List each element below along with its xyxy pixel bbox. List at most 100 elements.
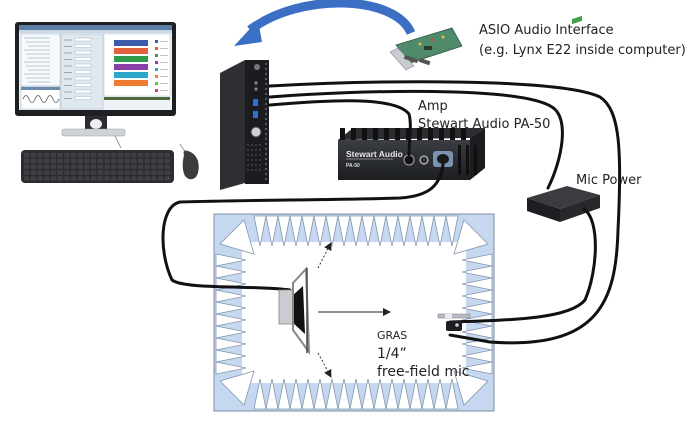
mic-power-label: Mic Power xyxy=(576,173,642,188)
absorber-wedge xyxy=(373,215,387,247)
amp-title-label: Amp xyxy=(418,99,448,114)
screen-chart-bar xyxy=(114,56,148,62)
absorber-wedge xyxy=(215,265,247,279)
screen-legend-swatch xyxy=(155,61,158,64)
amp-model-front: PA-50 xyxy=(346,163,360,169)
mic-type-label: free-field mic xyxy=(377,364,470,380)
install-arrow xyxy=(247,0,416,36)
absorber-wedge xyxy=(461,361,493,375)
cable-pc-to-mic-power-b xyxy=(268,80,622,345)
screen-legend-swatch xyxy=(155,89,158,92)
screen-waveform xyxy=(22,95,60,103)
absorber-wedge xyxy=(253,378,267,410)
mic-size-label: 1/4” xyxy=(377,346,407,362)
absorber-wedge xyxy=(215,361,247,375)
absorber-wedge xyxy=(215,337,247,351)
screen-chart-bar xyxy=(114,40,148,46)
absorber-wedge xyxy=(385,378,399,410)
screen-legend-swatch xyxy=(155,82,158,85)
absorber-wedge xyxy=(325,215,339,247)
absorber-wedge xyxy=(215,253,247,267)
absorber-wedge xyxy=(337,215,351,247)
absorber-wedge xyxy=(397,378,411,410)
absorber-wedge xyxy=(313,378,327,410)
screen-chart-bar xyxy=(114,48,148,54)
mouse xyxy=(179,143,199,180)
asio-subtitle-label: (e.g. Lynx E22 inside computer) xyxy=(479,43,686,58)
absorber-wedge xyxy=(289,378,303,410)
computer-monitor xyxy=(15,22,176,137)
asio-audio-card xyxy=(389,27,463,71)
dell-logo-icon xyxy=(250,126,262,138)
corner-wedge xyxy=(219,219,255,255)
install-arrow-head xyxy=(234,20,262,46)
cable-pc-to-amp xyxy=(268,99,412,157)
absorber-wedge xyxy=(461,289,493,303)
amp-knob xyxy=(419,155,429,165)
absorber-wedge xyxy=(409,215,423,247)
absorber-wedge xyxy=(461,253,493,267)
cable-pc-to-mic-power xyxy=(268,89,564,190)
absorber-wedge xyxy=(361,378,375,410)
screen-legend-swatch xyxy=(155,40,158,43)
amplifier: Stewart Audio PA-50 xyxy=(338,128,485,180)
absorber-wedge xyxy=(461,265,493,279)
screen-chart-bar xyxy=(114,80,148,86)
monitor-base xyxy=(61,128,126,137)
asio-title-label: ASIO Audio Interface xyxy=(479,23,614,38)
absorber-wedge xyxy=(349,215,363,247)
mic-power-supply xyxy=(527,15,600,222)
keyboard xyxy=(21,150,174,183)
cable-mic-power-to-mic xyxy=(448,207,597,324)
absorber-wedge xyxy=(385,215,399,247)
usb-port xyxy=(253,99,258,106)
absorber-wedge xyxy=(421,215,435,247)
absorber-wedge xyxy=(445,215,459,247)
screen-tree-panel xyxy=(20,33,61,87)
absorber-wedge xyxy=(215,313,247,327)
free-field-microphone xyxy=(437,313,471,331)
screen-legend-swatch xyxy=(155,47,158,50)
absorber-wedge xyxy=(253,215,267,247)
absorber-wedge xyxy=(421,378,435,410)
screen-titlebar xyxy=(19,25,172,30)
absorber-wedge xyxy=(301,378,315,410)
absorber-wedge xyxy=(461,301,493,315)
screen-chart-bar xyxy=(114,72,148,78)
loudspeaker xyxy=(278,266,311,356)
screen-legend-swatch xyxy=(155,68,158,71)
mini-pc xyxy=(220,60,269,190)
absorber-wedge xyxy=(445,378,459,410)
sound-spread-arrow-up xyxy=(317,242,332,269)
absorber-wedge xyxy=(215,325,247,339)
absorber-wedge xyxy=(461,277,493,291)
absorber-wedge xyxy=(361,215,375,247)
cables xyxy=(161,80,622,345)
absorber-wedge xyxy=(409,378,423,410)
absorber-wedge xyxy=(215,301,247,315)
absorber-wedge xyxy=(265,215,279,247)
absorber-wedge xyxy=(349,378,363,410)
power-button-icon xyxy=(254,64,260,70)
absorber-wedge xyxy=(277,215,291,247)
screen-legend-swatch xyxy=(155,54,158,57)
screen-chart-bar xyxy=(114,64,148,70)
amp-model-label: Stewart Audio PA-50 xyxy=(418,117,551,132)
absorber-wedge xyxy=(461,325,493,339)
absorber-wedge xyxy=(215,289,247,303)
absorber-wedge xyxy=(373,378,387,410)
corner-wedge xyxy=(453,370,489,406)
absorber-wedge xyxy=(461,349,493,363)
screen-legend-swatch xyxy=(155,75,158,78)
usb-port xyxy=(253,111,258,118)
absorber-wedge xyxy=(301,215,315,247)
absorber-wedge xyxy=(397,215,411,247)
absorber-wedge xyxy=(325,378,339,410)
absorber-wedge xyxy=(337,378,351,410)
amp-brand: Stewart Audio xyxy=(346,149,403,159)
mic-brand-label: GRAS xyxy=(377,329,408,342)
absorber-wedge xyxy=(433,215,447,247)
absorber-wedge xyxy=(313,215,327,247)
